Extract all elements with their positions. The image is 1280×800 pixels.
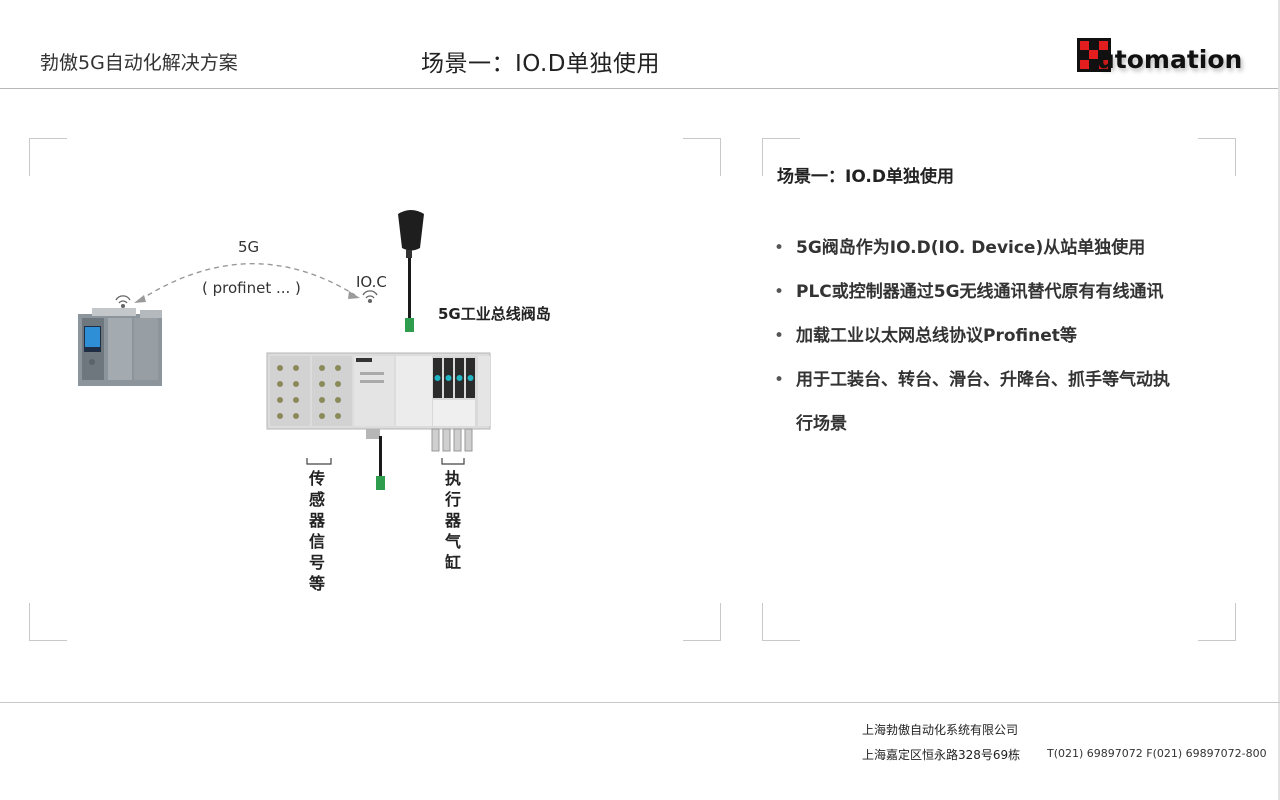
list-item: PLC或控制器通过5G无线通讯替代原有有线通讯: [774, 270, 1224, 314]
cable-icon: [376, 436, 385, 490]
arrow-right-icon: [348, 291, 360, 299]
list-item-continuation: 行场景: [796, 414, 847, 434]
wireless-link-line: [139, 263, 356, 301]
frame-corner: [683, 138, 721, 176]
plc-device-icon: [78, 308, 162, 386]
frame-corner: [762, 138, 800, 176]
link-label: 5G: [238, 238, 260, 256]
device-label: 5G工业总线阀岛: [438, 305, 551, 323]
logo-text: utomation: [1097, 45, 1243, 74]
logo-mark-icon: [1077, 38, 1111, 72]
footer-divider: [0, 702, 1280, 703]
frame-corner: [683, 603, 721, 641]
sensor-bracket: [306, 458, 332, 465]
wifi-icon: [362, 290, 378, 304]
frame-corner: [1198, 138, 1236, 176]
frame-corner: [762, 603, 800, 641]
company-phone: T(021) 69897072 F(021) 69897072-800: [1047, 747, 1267, 760]
protocol-label: ( profinet ... ): [202, 279, 301, 297]
slide-title: 场景一：IO.D单独使用: [421, 51, 660, 77]
arrow-left-icon: [134, 295, 146, 303]
valve-island-icon: [266, 352, 491, 452]
ioc-label: IO.C: [356, 273, 387, 291]
wifi-icon: [115, 295, 131, 309]
antenna-icon: [398, 210, 424, 332]
list-item: 5G阀岛作为IO.D(IO. Device)从站单独使用: [774, 226, 1224, 270]
list-item: 加载工业以太网总线协议Profinet等: [774, 314, 1224, 358]
slide-edge: [1278, 0, 1280, 800]
sensor-label: 传感器信号等: [308, 469, 325, 593]
brand-name: 勃傲5G自动化解决方案: [40, 52, 238, 74]
header-divider: [0, 88, 1280, 89]
frame-corner: [29, 138, 67, 176]
actuator-bracket: [441, 458, 465, 465]
feature-list: 5G阀岛作为IO.D(IO. Device)从站单独使用 PLC或控制器通过5G…: [774, 226, 1224, 446]
frame-corner: [29, 603, 67, 641]
panel-heading: 场景一：IO.D单独使用: [777, 167, 954, 187]
actuator-label: 执行器气缸: [444, 469, 461, 572]
company-address: 上海嘉定区恒永路328号69栋: [862, 748, 1021, 762]
frame-corner: [1198, 603, 1236, 641]
network-diagram: 5G ( profinet ... ) IO.C 5G工业总线阀岛 传感器信号等…: [30, 140, 720, 640]
company-logo: utomation: [1077, 38, 1252, 78]
company-name: 上海勃傲自动化系统有限公司: [862, 723, 1019, 737]
